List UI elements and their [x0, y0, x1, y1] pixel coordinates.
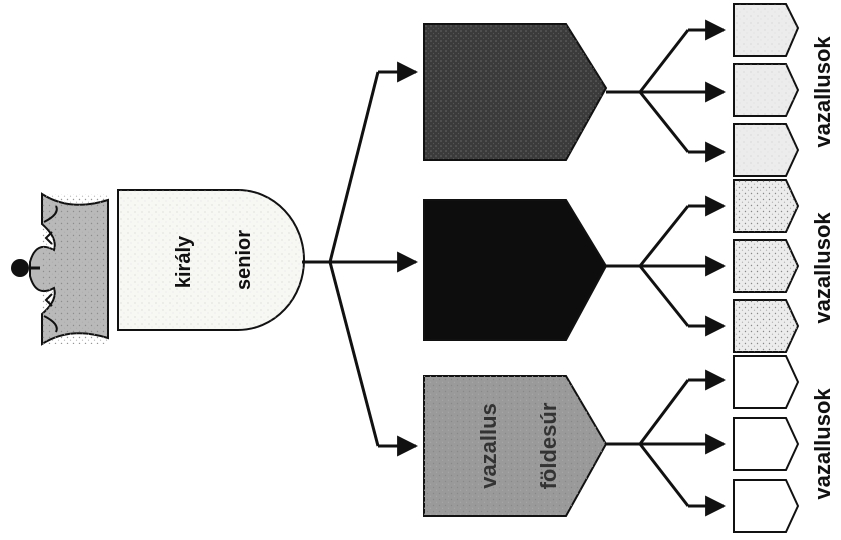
vassal-node	[733, 479, 800, 533]
vassals-label-middle: vazallusok	[810, 212, 835, 324]
vassal-group-bottom: vazallusok	[733, 355, 835, 533]
lord-node-middle	[423, 199, 608, 341]
crown-orb-icon	[11, 259, 29, 277]
vassal-node	[733, 417, 800, 471]
king-node: király senior	[117, 189, 305, 331]
lord-label: földesúr	[536, 402, 561, 489]
vassal-label: vazallus	[476, 403, 501, 489]
crown-icon	[11, 192, 109, 346]
vassal-group-middle: vazallusok	[733, 179, 835, 353]
senior-label: senior	[233, 230, 255, 290]
king-to-lords-arrows	[302, 61, 419, 457]
lord-node-bottom: vazallus földesúr	[423, 375, 608, 517]
vassals-label-bottom: vazallusok	[810, 388, 835, 500]
king-label: király	[173, 235, 195, 288]
vassals-label-top: vazallusok	[810, 36, 835, 148]
vassal-node	[733, 355, 800, 409]
lord-node-top	[423, 23, 608, 161]
lord-to-vassals-arrows	[606, 19, 727, 517]
vassal-group-top: vazallusok	[733, 3, 835, 177]
